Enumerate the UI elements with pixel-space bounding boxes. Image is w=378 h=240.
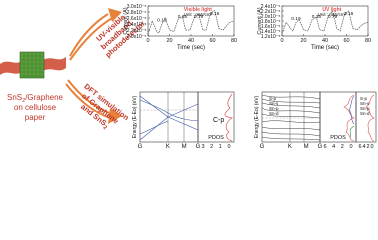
peak-label: 3.16 <box>344 11 354 17</box>
chart-subtitle: Unit : mW/cm² <box>318 12 347 17</box>
pdos-tick-label: 2 <box>341 144 344 149</box>
y-axis-label: Current (A) <box>123 7 129 34</box>
kpoint-label: M <box>304 144 309 149</box>
arrow-bottom-label: DFT simulation of Graphene and SnS2 <box>79 82 131 131</box>
kpoint-label: G <box>138 144 143 149</box>
graphene-pdos-curve <box>224 93 233 142</box>
peak-label: 0.19 <box>157 18 167 24</box>
pdos-tick-label: 0 <box>349 144 352 149</box>
y-tick-label: 1.8x10⁻⁵ <box>261 19 281 25</box>
pdos-tick-label: 4 <box>362 144 365 149</box>
peak-label: 0.79 <box>194 14 204 20</box>
pdos-axis-label: PDOS <box>330 135 346 141</box>
sns2-pdos-frame-right <box>355 91 377 143</box>
kpoint-label: K <box>166 144 170 149</box>
x-tick-label: 80 <box>365 38 371 44</box>
x-tick-label: 40 <box>322 38 328 44</box>
device-illustration: SnS2/Graphene on cellulose paper <box>0 51 66 122</box>
sns2-pdos-curves <box>343 94 355 142</box>
kpoint-label: G <box>196 144 201 149</box>
kpoint-label: G <box>318 144 323 149</box>
pdos-tick-label: 0 <box>370 144 373 149</box>
x-tick-label: 20 <box>300 38 306 44</box>
pdos-tick-label: 3 <box>201 144 204 149</box>
chart-title: Visible light <box>184 7 212 13</box>
x-tick-label: 80 <box>231 38 237 44</box>
y-tick-label: 2.0x10⁻⁵ <box>261 14 281 20</box>
pdos-tick-label: 1 <box>219 144 222 149</box>
energy-axis-label: Energy (E-Eᴅ) (eV) <box>132 95 138 138</box>
graphene-band-frame <box>139 91 199 143</box>
y-tick-label: 2.2x10⁻⁵ <box>127 28 147 34</box>
chart-subtitle: Unit : mW/cm² <box>184 12 213 17</box>
pdos-tick-label: 2 <box>210 144 213 149</box>
y-tick-label: 1.4x10⁻⁵ <box>261 29 281 35</box>
device-label-line3: paper <box>25 113 46 122</box>
uv-light-chart: 2.4x10⁻⁵2.2x10⁻⁵2.0x10⁻⁵1.8x10⁻⁵1.6x10⁻⁵… <box>257 4 371 51</box>
sns2-pdos-right-curves <box>365 94 375 142</box>
kpoint-label: G <box>260 144 265 149</box>
x-tick-label: 20 <box>166 38 172 44</box>
visible-light-chart: 3.0x10⁻⁵2.8x10⁻⁵2.6x10⁻⁵2.4x10⁻⁵2.2x10⁻⁵… <box>123 4 237 51</box>
x-axis-label: Time (sec) <box>177 45 205 51</box>
arrow-bottom <box>65 79 122 124</box>
photocurrent-series <box>147 9 235 35</box>
sns2-bands <box>261 94 321 141</box>
kpoint-label: M <box>182 144 187 149</box>
sns2-right-legend-item: Sn-s <box>360 101 370 106</box>
peak-label: 0.19 <box>291 16 301 22</box>
sns2-legend-item: Sn-p <box>269 106 279 111</box>
y-tick-label: 2.4x10⁻⁵ <box>261 4 281 10</box>
pdos-tick-label: 4 <box>332 144 335 149</box>
y-tick-label: 2.8x10⁻⁵ <box>127 10 147 16</box>
sns2-legend-item: Sn-s <box>269 101 279 106</box>
x-tick-label: 60 <box>343 38 349 44</box>
sns2-legend-item: S-p <box>269 96 277 101</box>
sns2-right-legend-item: S-p <box>360 96 368 101</box>
y-tick-label: 2.4x10⁻⁵ <box>127 22 147 28</box>
y-tick-label: 2.6x10⁻⁵ <box>127 16 147 22</box>
y-tick-label: 2.0x10⁻⁵ <box>127 34 147 40</box>
y-tick-label: 1.6x10⁻⁵ <box>261 24 281 30</box>
x-tick-label: 40 <box>188 38 194 44</box>
pdos-tick-label: 2 <box>366 144 369 149</box>
y-axis-label: Current (A) <box>257 7 263 34</box>
y-tick-label: 1.2x10⁻⁵ <box>261 34 281 40</box>
electrode-right <box>43 57 66 71</box>
energy-axis-label: Energy (E-Eᴅ) (eV) <box>254 95 260 138</box>
device-label-line1: SnS2/Graphene <box>7 93 64 104</box>
device-label-line2: on cellulose <box>14 103 57 112</box>
peak-label: 0.35 <box>178 14 188 20</box>
chart-title: UV light <box>322 7 341 13</box>
graphene-pdos-frame <box>197 91 235 143</box>
sns2-right-legend-item: Sn-p <box>360 106 370 111</box>
electrode-left <box>0 61 22 75</box>
x-tick-label: 60 <box>209 38 215 44</box>
graphene-bands <box>139 95 199 141</box>
pdos-tick-label: 6 <box>358 144 361 149</box>
y-tick-label: 2.2x10⁻⁵ <box>261 9 281 15</box>
graphene-pdos-legend: C-p <box>213 117 224 124</box>
x-axis-label: Time (sec) <box>311 45 339 51</box>
pdos-tick-label: 0 <box>227 144 230 149</box>
photocurrent-series <box>281 10 369 34</box>
x-tick-label: 0 <box>280 38 283 44</box>
peak-label: 0.79 <box>328 14 338 20</box>
peak-label: 0.35 <box>312 14 322 20</box>
pdos-tick-label: 6 <box>323 144 326 149</box>
pdos-axis-label: PDOS <box>208 135 224 141</box>
x-tick-label: 0 <box>146 38 149 44</box>
dft-panels: C-p <box>139 91 377 143</box>
figure: SnS2/Graphene on cellulose paper UV-visi… <box>0 4 377 149</box>
peak-label: 3.16 <box>210 11 220 17</box>
kpoint-label: K <box>288 144 292 149</box>
sns2-right-legend-item: Sn-d <box>360 111 370 116</box>
arrow-top <box>69 8 122 61</box>
sns2-legend-item: Sn-d <box>269 111 279 116</box>
y-tick-label: 3.0x10⁻⁵ <box>127 4 147 10</box>
